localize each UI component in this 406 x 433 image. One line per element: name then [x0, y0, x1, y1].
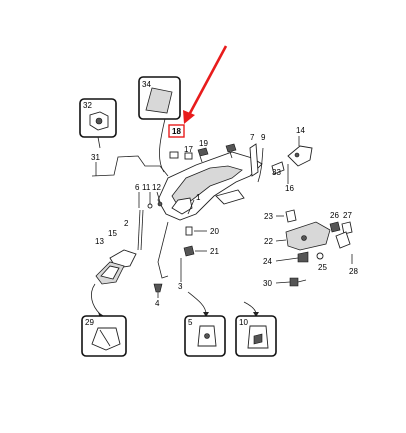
part-19b-clip — [225, 143, 237, 153]
part-label-12[interactable]: 12 — [152, 183, 161, 192]
part-13-handle-inner — [100, 265, 120, 280]
part-7 — [249, 143, 259, 177]
clip-stem-19b — [229, 151, 233, 159]
screw-30-shank — [297, 279, 307, 283]
part-21-clip — [183, 245, 195, 257]
part-23-clip — [285, 209, 297, 223]
leader-line-29 — [90, 283, 101, 315]
part-33-pad — [271, 161, 285, 175]
part-11-washer — [147, 203, 153, 209]
callout-label-34: 34 — [142, 80, 151, 89]
label-30-leader — [275, 281, 291, 284]
part-label-7[interactable]: 7 — [250, 133, 255, 142]
part-label-25[interactable]: 25 — [318, 263, 327, 272]
part-label-15[interactable]: 15 — [108, 229, 117, 238]
highlight-arrow — [183, 45, 228, 124]
clip-hole — [95, 117, 103, 125]
part-2-rod — [137, 209, 141, 251]
part-label-21[interactable]: 21 — [210, 247, 219, 256]
part-25-washer — [316, 252, 324, 260]
bracket-tab — [171, 197, 193, 215]
part-18-highlight-box — [168, 124, 185, 138]
callout-label-32: 32 — [83, 101, 92, 110]
part-14-hole — [294, 152, 300, 158]
part-label-6[interactable]: 6 — [135, 183, 140, 192]
latch-pivot — [301, 235, 307, 241]
main-bracket — [157, 143, 263, 221]
part-label-27[interactable]: 27 — [343, 211, 352, 220]
clip-stem-19 — [199, 155, 203, 163]
part-label-17[interactable]: 17 — [184, 145, 193, 154]
part-28-bracket — [335, 231, 351, 249]
bracket-foot — [215, 189, 245, 205]
part-label-31[interactable]: 31 — [91, 153, 100, 162]
callout-label-29: 29 — [85, 318, 94, 327]
part-label-23[interactable]: 23 — [264, 212, 273, 221]
part-18-clip — [184, 152, 193, 160]
part-label-30[interactable]: 30 — [263, 279, 272, 288]
part-label-22[interactable]: 22 — [264, 237, 273, 246]
part-label-33[interactable]: 33 — [272, 168, 281, 177]
clip-10-tab — [253, 333, 263, 345]
part-label-3[interactable]: 3 — [178, 282, 183, 291]
callout-box-5[interactable]: 5 — [184, 315, 226, 357]
part-4-screw — [153, 283, 163, 293]
part-label-16[interactable]: 16 — [285, 184, 294, 193]
part-label-1[interactable]: 1 — [196, 193, 201, 202]
clip-29-detail — [99, 329, 111, 347]
part-label-13[interactable]: 13 — [95, 237, 104, 246]
label-12-leader — [156, 191, 161, 203]
label-1-leader — [187, 199, 195, 215]
part-label-24[interactable]: 24 — [263, 257, 272, 266]
callout-box-29[interactable]: 29 — [81, 315, 127, 357]
clip-5-hole — [204, 333, 210, 339]
part-label-19[interactable]: 19 — [199, 139, 208, 148]
callout-label-10: 10 — [239, 318, 248, 327]
part-label-4[interactable]: 4 — [155, 299, 160, 308]
part-9-rod — [257, 147, 264, 183]
part-24-bolt — [297, 251, 309, 263]
part-27-washer — [341, 221, 353, 235]
leader-line-34 — [159, 118, 166, 173]
callout-box-32[interactable]: 32 — [79, 98, 117, 138]
label-24-leader — [275, 257, 299, 262]
part-label-2[interactable]: 2 — [124, 219, 129, 228]
cable-31 — [91, 155, 169, 177]
part-26-nut — [329, 221, 341, 233]
part-label-20[interactable]: 20 — [210, 227, 219, 236]
highlight-arrow-head — [183, 110, 195, 124]
leader-5-head — [203, 312, 209, 317]
callout-box-10[interactable]: 10 — [235, 315, 277, 357]
part-17-clip — [169, 151, 179, 159]
part-label-18[interactable]: 18 — [172, 127, 181, 136]
part-20-clip — [185, 226, 193, 236]
part-label-11[interactable]: 11 — [142, 183, 151, 192]
label-22-leader — [275, 239, 287, 242]
part-3-rod — [157, 221, 169, 279]
callout-box-34[interactable]: 34 — [138, 76, 181, 120]
part-label-28[interactable]: 28 — [349, 267, 358, 276]
leader-line-5 — [187, 291, 207, 315]
part-19-clip — [197, 147, 209, 157]
part-label-9[interactable]: 9 — [261, 133, 266, 142]
part-label-14[interactable]: 14 — [296, 126, 305, 135]
part-30-screw — [289, 277, 299, 287]
part-14-knob — [287, 145, 313, 167]
part-22-latch — [285, 221, 331, 251]
highlight-arrow-shaft — [187, 45, 228, 116]
part-2-rod-edge — [140, 209, 144, 251]
leader-10-head — [253, 312, 259, 317]
callout-label-5: 5 — [188, 318, 193, 327]
part-label-26[interactable]: 26 — [330, 211, 339, 220]
part-12-nut — [157, 201, 163, 207]
leader-line-32 — [97, 136, 101, 149]
gasket-icon — [145, 87, 173, 114]
